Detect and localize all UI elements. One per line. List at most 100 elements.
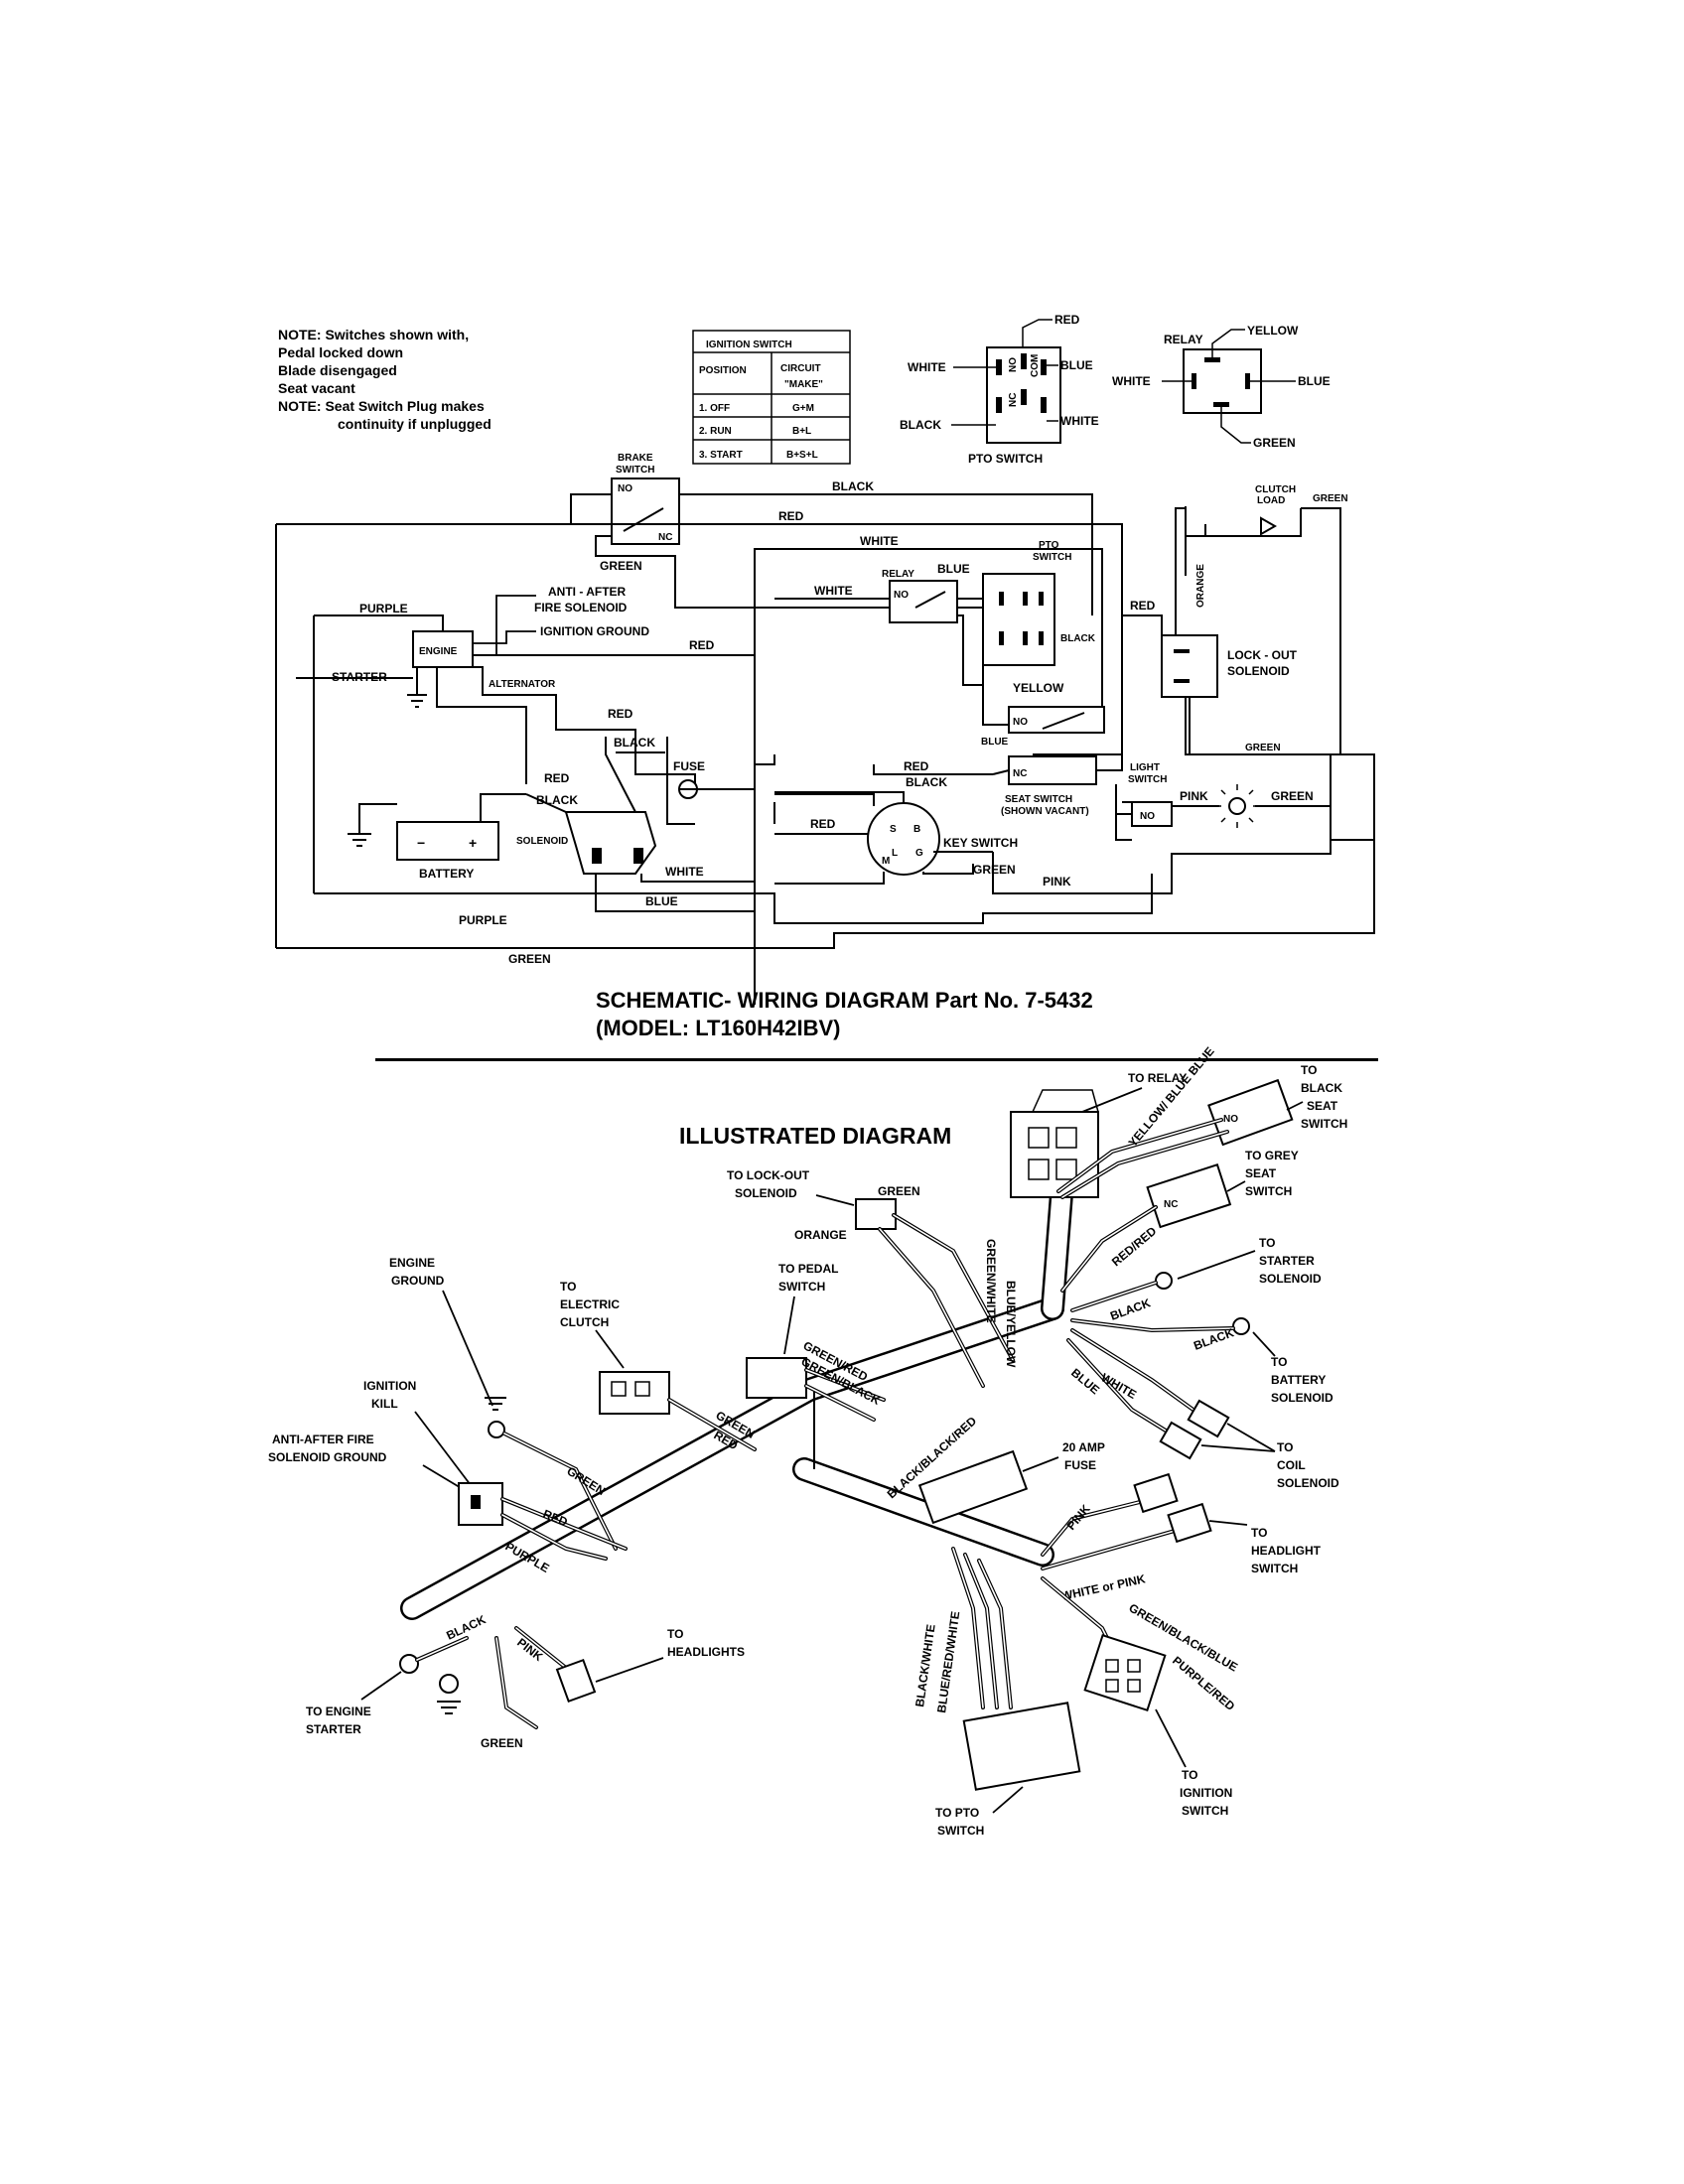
to-electric-clutch-label: TO [560, 1280, 576, 1294]
to-black-seat-label: SWITCH [1301, 1117, 1347, 1131]
wire-label-red: RED [810, 817, 836, 831]
engine-ground-label: GROUND [391, 1274, 445, 1288]
black-label: BLACK [1108, 1296, 1153, 1323]
solenoid-label: SOLENOID [516, 836, 568, 847]
to-black-seat-label: BLACK [1301, 1081, 1342, 1095]
wire-label-blue: BLUE [645, 894, 678, 908]
wire-label-white: WHITE [814, 584, 853, 598]
relay-box [889, 580, 958, 623]
wire-label-pink: PINK [1043, 875, 1071, 888]
wire-label-white: WHITE [860, 534, 899, 548]
to-engine-starter-label: TO ENGINE [306, 1705, 371, 1718]
engine-starter-ring [399, 1654, 419, 1674]
electric-clutch-connector [599, 1371, 670, 1415]
black-seat-no: NO [1223, 1114, 1238, 1125]
to-pto-switch-label: TO PTO [935, 1806, 979, 1820]
schematic-model: (MODEL: LT160H42IBV) [596, 1016, 841, 1040]
wire-label-black: BLACK [1060, 633, 1096, 644]
wire-label-green: GREEN [508, 952, 551, 966]
coil-connector [1187, 1399, 1230, 1438]
pto-inset-black: BLACK [900, 418, 941, 432]
grey-seat-connector [1146, 1162, 1232, 1229]
engine-ground-ring [488, 1421, 505, 1438]
wire-label-green: GREEN [1271, 789, 1314, 803]
seat-switch-label: SEAT SWITCH [1005, 794, 1072, 805]
wire-label-black: BLACK [832, 479, 874, 493]
to-lockout-label: SOLENOID [735, 1186, 797, 1200]
to-grey-seat-label: SWITCH [1245, 1184, 1292, 1198]
key-terminal-l: L [892, 848, 898, 859]
wire-label-blue: BLUE [981, 737, 1009, 748]
wire-label-red: RED [1130, 599, 1156, 613]
schematic-notes: NOTE: Switches shown with, Pedal locked … [278, 326, 491, 433]
wire-label-orange: ORANGE [1195, 564, 1206, 608]
to-pedal-label: SWITCH [778, 1280, 825, 1294]
brake-switch-box [611, 478, 680, 545]
to-coil-sol-label: COIL [1277, 1458, 1306, 1472]
pto-switch-box [982, 573, 1055, 666]
wire-label-green: GREEN [1245, 743, 1281, 753]
wire-label-white: WHITE [665, 865, 704, 879]
to-grey-seat-label: SEAT [1245, 1166, 1277, 1180]
to-starter-sol-label: TO [1259, 1236, 1275, 1250]
to-relay-label: TO RELAY [1128, 1071, 1187, 1085]
no-switch-no: NO [1013, 717, 1028, 728]
note-line: continuity if unplugged [338, 416, 491, 432]
to-headlight-switch-label: TO [1251, 1526, 1267, 1540]
to-battery-sol-label: BATTERY [1271, 1373, 1326, 1387]
lockout-label: SOLENOID [1227, 664, 1290, 678]
engine-box [412, 630, 474, 668]
battery-box [396, 821, 499, 861]
relay-label: RELAY [882, 569, 914, 580]
headlights-connector [555, 1658, 597, 1704]
headlight-switch-connector [1133, 1472, 1179, 1514]
relay-inset: YELLOW RELAY WHITE BLUE GREEN [1112, 324, 1331, 450]
battery-solenoid-ring [1232, 1317, 1250, 1335]
wire-label-purple: PURPLE [359, 602, 408, 615]
orange-label: ORANGE [794, 1228, 847, 1242]
engine-label: ENGINE [419, 646, 458, 657]
wire-label-black: BLACK [536, 793, 578, 807]
relay-no: NO [894, 590, 909, 601]
pto-switch-inset: NC NO COM RED WHITE BLUE BLACK WHITE PTO… [900, 313, 1099, 466]
ignition-table-cell: 2. RUN [699, 426, 732, 437]
to-coil-sol-label: SOLENOID [1277, 1476, 1339, 1490]
section-divider [375, 1058, 1378, 1061]
pedal-switch-connector [746, 1357, 807, 1399]
to-headlights-label: TO [667, 1627, 683, 1641]
battery-label: BATTERY [419, 867, 474, 881]
pto-inset-white-left: WHITE [908, 360, 946, 374]
key-switch-symbol [867, 802, 940, 876]
to-headlight-switch-label: HEADLIGHT [1251, 1544, 1322, 1558]
wire-label-purple: PURPLE [459, 913, 507, 927]
green-white-label: GREEN/WHITE [984, 1239, 998, 1323]
battery-minus: − [417, 835, 425, 851]
grey-seat-nc: NC [1164, 1199, 1178, 1210]
to-lockout-label: TO LOCK-OUT [727, 1168, 810, 1182]
pto-inset-com: COM [1030, 354, 1041, 377]
anti-after-fire-connector [458, 1482, 503, 1526]
relay-inset-yellow: YELLOW [1247, 324, 1299, 338]
coil-connector [1159, 1421, 1202, 1460]
wire-label-pink: PINK [1180, 789, 1208, 803]
illustrated-harness: TO RELAY NO TO BLACK SEAT SWITCH YELLOW/… [268, 1044, 1347, 1838]
brake-nc: NC [658, 532, 672, 543]
wire-label-red: RED [689, 638, 715, 652]
light-switch-label: LIGHT [1130, 762, 1160, 773]
note-line: Seat vacant [278, 380, 355, 396]
to-battery-sol-label: TO [1271, 1355, 1287, 1369]
ignition-table-cell: 3. START [699, 450, 743, 461]
no-switch-box [1008, 706, 1105, 734]
to-coil-sol-label: TO [1277, 1440, 1293, 1454]
to-engine-starter-label: STARTER [306, 1722, 361, 1736]
wire-label-green: GREEN [600, 559, 642, 573]
amp-fuse-label: 20 AMP [1062, 1440, 1105, 1454]
ignition-table-cell: B+S+L [786, 450, 818, 461]
wire-label-green: GREEN [973, 863, 1016, 877]
green-label: GREEN [481, 1736, 523, 1750]
to-pto-switch-label: SWITCH [937, 1824, 984, 1838]
wire-label-red: RED [608, 707, 633, 721]
solenoid-symbol [564, 811, 657, 875]
